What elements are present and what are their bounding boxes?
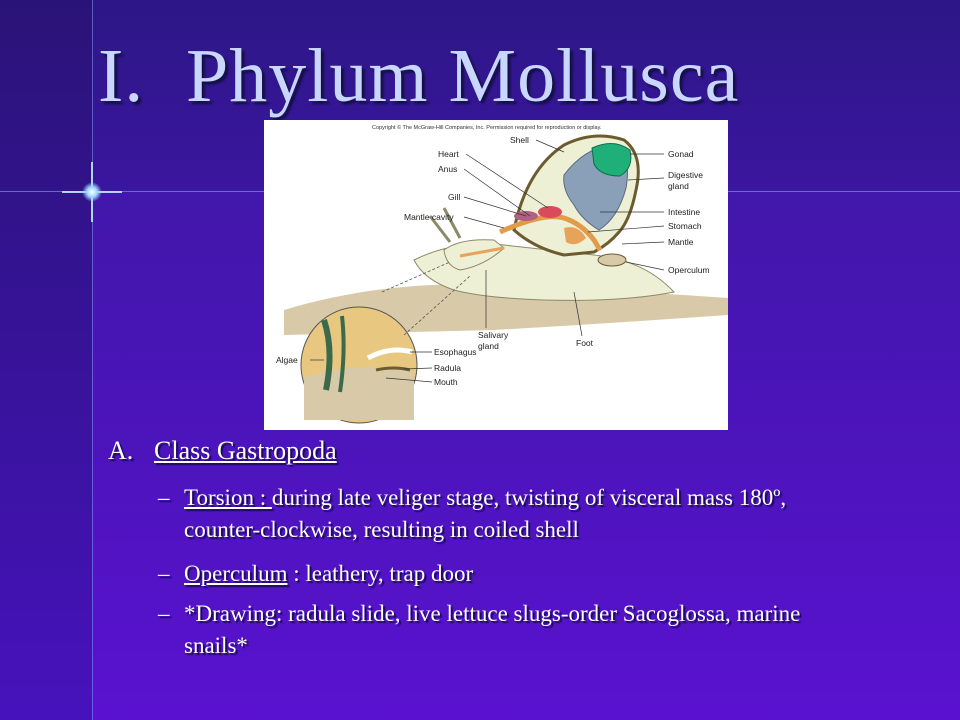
- label-mantle: Mantle: [668, 237, 694, 247]
- operculum: [597, 253, 627, 267]
- snail-anatomy-diagram: Copyright © The McGraw-Hill Companies, I…: [276, 124, 728, 424]
- label-operculum: Operculum: [668, 265, 710, 275]
- label-radula: Radula: [434, 363, 461, 373]
- bullet-dash: –: [158, 561, 170, 586]
- tentacle: [428, 215, 452, 243]
- bullet-dash: –: [158, 485, 170, 510]
- label-gonad: Gonad: [668, 149, 694, 159]
- esophagus-tube: [366, 347, 413, 361]
- gonad: [591, 143, 632, 177]
- heart: [538, 206, 562, 218]
- magnifier-guide-line: [381, 261, 451, 293]
- label-shell: Shell: [510, 135, 529, 145]
- label-salivary-line1: Salivary: [478, 330, 509, 340]
- bullet-operculum: – Operculum : leathery, trap door: [158, 558, 848, 590]
- vertical-rule: [92, 0, 93, 720]
- label-digestive-line2: gland: [668, 181, 689, 191]
- label-stomach: Stomach: [668, 221, 702, 231]
- leader-lines: [310, 139, 665, 383]
- heading-text: Class Gastropoda: [154, 436, 337, 465]
- label-mouth: Mouth: [434, 377, 458, 387]
- label-esophagus: Esophagus: [434, 347, 477, 357]
- slide-title: I.Phylum Mollusca: [98, 38, 739, 114]
- operculum-description: leathery, trap door: [305, 561, 474, 586]
- label-algae: Algae: [276, 355, 298, 365]
- term-torsion: Torsion: [184, 485, 254, 510]
- intestine: [498, 214, 603, 252]
- label-intestine: Intestine: [668, 207, 700, 217]
- section-heading: A. Class Gastropoda: [108, 436, 337, 466]
- torsion-description: during late veliger stage, twisting of v…: [184, 485, 787, 542]
- bullet-text: Operculum : leathery, trap door: [184, 558, 848, 590]
- bullet-text: Torsion : during late veliger stage, twi…: [184, 482, 848, 546]
- label-anus: Anus: [438, 164, 457, 174]
- label-foot: Foot: [576, 338, 594, 348]
- magnified-sand: [304, 367, 414, 420]
- term-separator: :: [253, 485, 272, 510]
- term-operculum: Operculum: [184, 561, 288, 586]
- label-salivary-line2: gland: [478, 341, 499, 351]
- tentacle: [442, 207, 462, 239]
- title-number: I.: [98, 34, 145, 118]
- term-separator: :: [287, 561, 306, 586]
- title-text: Phylum Mollusca: [186, 34, 740, 118]
- label-mantle-cavity: Mantle cavity: [404, 212, 454, 222]
- label-digestive-line1: Digestive: [668, 170, 703, 180]
- radula-strip: [375, 366, 411, 372]
- stomach: [564, 227, 586, 245]
- salivary-duct: [459, 246, 505, 258]
- label-gill: Gill: [448, 192, 460, 202]
- label-heart: Heart: [438, 149, 459, 159]
- heading-letter: A.: [108, 436, 134, 465]
- algae-strand: [338, 315, 346, 393]
- drawing-note: *Drawing: radula slide, live lettuce slu…: [184, 601, 801, 658]
- snail-anatomy-figure: Copyright © The McGraw-Hill Companies, I…: [264, 120, 728, 430]
- bullet-drawing: – *Drawing: radula slide, live lettuce s…: [158, 598, 848, 662]
- bullet-torsion: – Torsion : during late veliger stage, t…: [158, 482, 848, 546]
- left-band: [0, 0, 92, 720]
- bullet-dash: –: [158, 601, 170, 626]
- algae-strand: [321, 319, 333, 391]
- figure-copyright: Copyright © The McGraw-Hill Companies, I…: [372, 124, 602, 131]
- sparkle-glow: [82, 182, 102, 202]
